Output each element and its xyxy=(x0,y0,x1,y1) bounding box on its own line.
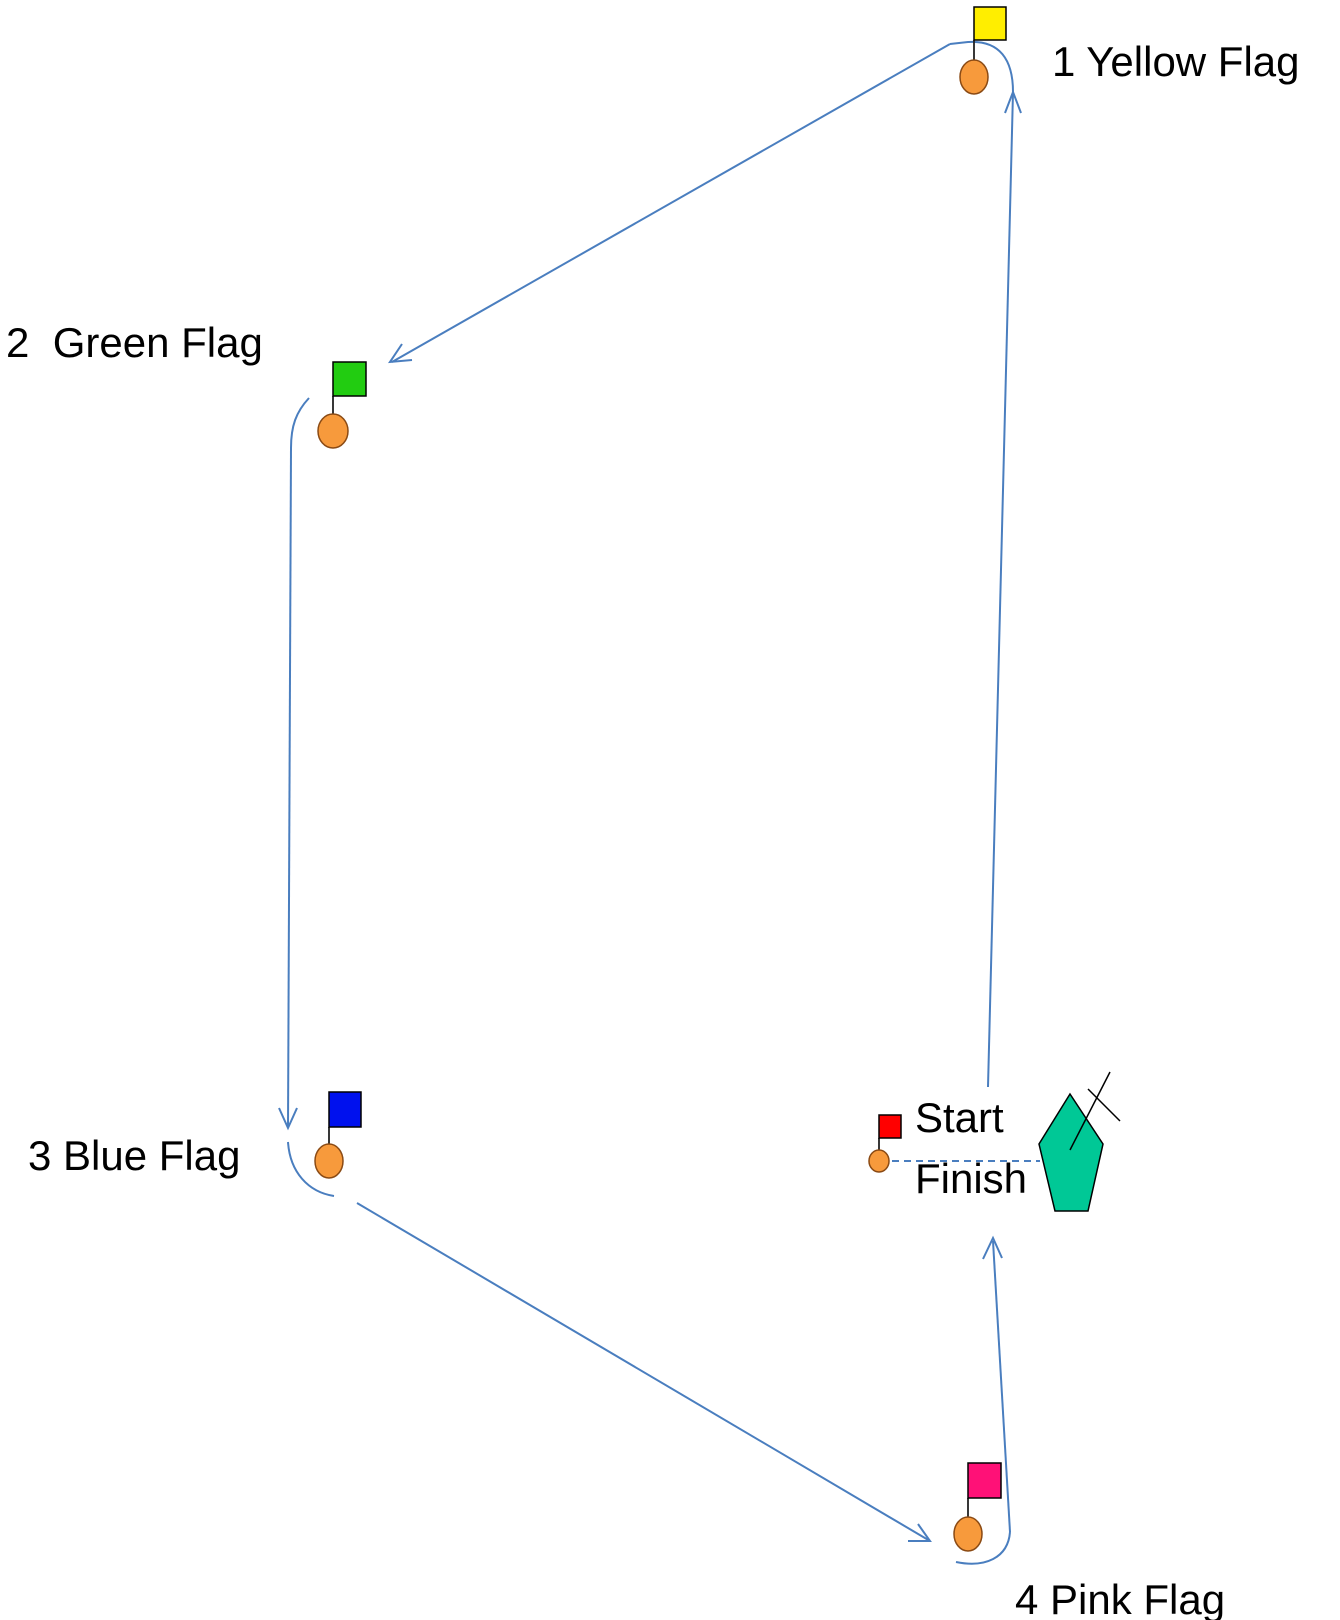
mark-label-blue: 3 Blue Flag xyxy=(28,1132,240,1179)
buoy-icon xyxy=(959,59,989,95)
rounding-pink xyxy=(955,1531,1011,1565)
leg-start-to-yellow xyxy=(987,91,1014,1088)
arrowhead-to-green xyxy=(388,343,413,364)
buoy-icon xyxy=(314,1143,344,1179)
boat-mast xyxy=(1069,1071,1111,1151)
flag-icon xyxy=(332,361,367,397)
arrowhead-to-pink xyxy=(908,1523,932,1542)
arrowhead-to-blue xyxy=(278,1107,298,1131)
start-label: Start xyxy=(915,1094,1004,1141)
start-finish-line xyxy=(868,1114,1040,1173)
buoy-icon xyxy=(317,413,349,449)
mark-blue xyxy=(314,1091,362,1179)
boat-yard xyxy=(1087,1088,1121,1122)
leg-pink-to-finish xyxy=(992,1240,1011,1533)
mark-label-yellow: 1 Yellow Flag xyxy=(1052,38,1300,85)
arrowhead-to-finish xyxy=(982,1235,1003,1260)
flag-icon xyxy=(328,1091,362,1128)
committee-boat-icon xyxy=(1038,1071,1121,1212)
mark-yellow xyxy=(959,6,1007,95)
finish-label: Finish xyxy=(915,1155,1027,1202)
course-path xyxy=(278,40,1022,1565)
rounding-blue xyxy=(287,1141,335,1197)
mark-green xyxy=(317,361,367,449)
flag-icon xyxy=(973,6,1007,41)
pin-buoy-icon xyxy=(868,1149,890,1173)
flag-icon xyxy=(967,1462,1002,1499)
mark-pink xyxy=(953,1462,1002,1552)
mark-label-pink: 4 Pink Flag xyxy=(1015,1576,1225,1620)
mark-label-green: 2 Green Flag xyxy=(6,319,263,366)
pin-flag-icon xyxy=(878,1114,902,1139)
boat-hull xyxy=(1038,1092,1104,1212)
leg-blue-to-pink xyxy=(356,1202,931,1542)
buoy-icon xyxy=(953,1516,983,1552)
rounding-yellow xyxy=(949,40,1014,93)
rounding-green xyxy=(290,397,310,449)
leg-yellow-to-green xyxy=(391,43,951,363)
leg-green-to-blue xyxy=(287,447,292,1129)
